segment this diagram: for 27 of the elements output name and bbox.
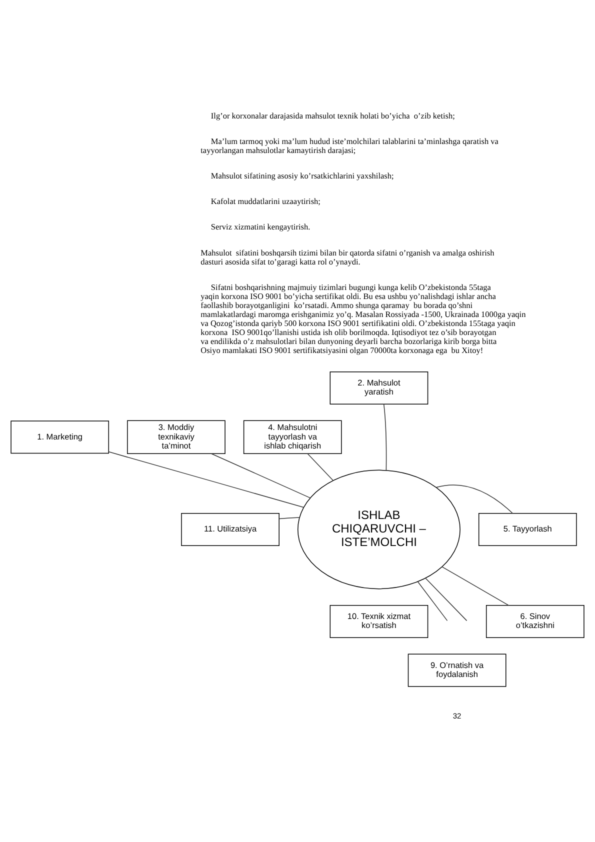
label: Mahsulot sifatini boshqarsih tizimi bilan bir qatorda sifatni o’rganish va amalga oshirish dasturi asosida sifat to’garagi katta rol o’ynaydi.: [200, 248, 494, 266]
node-box: 9. O’rnatish va foydalanish: [408, 654, 506, 687]
connector: [418, 581, 448, 622]
label: Kafolat muddatlarini uzaaytirish;: [210, 197, 320, 206]
connector: [279, 517, 300, 520]
label: Serviz xizmatini kengaytirish.: [210, 222, 310, 232]
connector: [108, 451, 304, 508]
connector: [425, 578, 468, 622]
node-box: 2. Mahsulot yaratish: [330, 371, 428, 404]
node-box: 3. Moddiy texnikaviy ta’minot: [127, 420, 226, 454]
node-box: 5. Tayyorlash: [478, 512, 577, 546]
connector: [436, 484, 514, 514]
node-box: 4. Mahsulotni tayyorlash va ishlab chiqarish: [243, 420, 342, 454]
label: Ma’lum tarmoq yoki ma’lum hudud iste’molchilari talablarini ta’minlashga qaratish va tayyorlangan mahsulotlar kamaytirish darajasi;: [200, 137, 498, 156]
label: Mahsulot sifatining asosiy ko’rsatkichlarini yaxshilash;: [210, 172, 394, 181]
label: Sifatni boshqarishning majmuiy tizimlari bugungi kunga kelib O’zbekistonda 55taga yaqin korxona ISO 9001 bo’yicha sertifikat oldi. Bu esa ushbu yo’nalishdagi ishlar ancha faollashib borayotganligini ko’rsatadi. Ammo shunga qaramay bu borada qo’shni mamlakatlardagi maromga erishganimiz yo’q. Masalan Rossiyada -1500, Ukrainada 1000ga yaqin va Qozog’istonda qariyb 500 korxona ISO 9001 sertifikatini oldi. O’zbekistonda 155taga yaqin korxona ISO 9001qo’llanishi ustida ish olib borilmoqda. Iqtisodiyot tez o’sib borayotgan va endilikda o’z mahsulotlari bilan dunyoning deyarli barcha bozorlariga kirib borga bitta Osiyo mamlakati ISO 9001 sertifikatsiyasini olgan 70000ta korxonaga ega bu Xitoy!: [200, 282, 526, 355]
connector: [211, 453, 311, 498]
label: 32: [452, 711, 462, 720]
node-box: 11. Utilizatsiya: [181, 512, 280, 546]
connector: [307, 453, 334, 481]
label: Ilg’or korxonalar darajasida mahsulot texnik holati bo’yicha o’zib ketish;: [210, 112, 455, 121]
connector: [442, 566, 509, 606]
node-box: 6. Sinov o’tkazishni: [486, 604, 584, 638]
node-ellipse: ISHLAB CHIQARUVCHI – ISTE’MOLCHI: [298, 470, 460, 590]
connector: [383, 404, 387, 471]
node-box: 10. Texnik xizmat ko’rsatish: [330, 604, 428, 638]
node-box: 1. Marketing: [10, 420, 110, 454]
